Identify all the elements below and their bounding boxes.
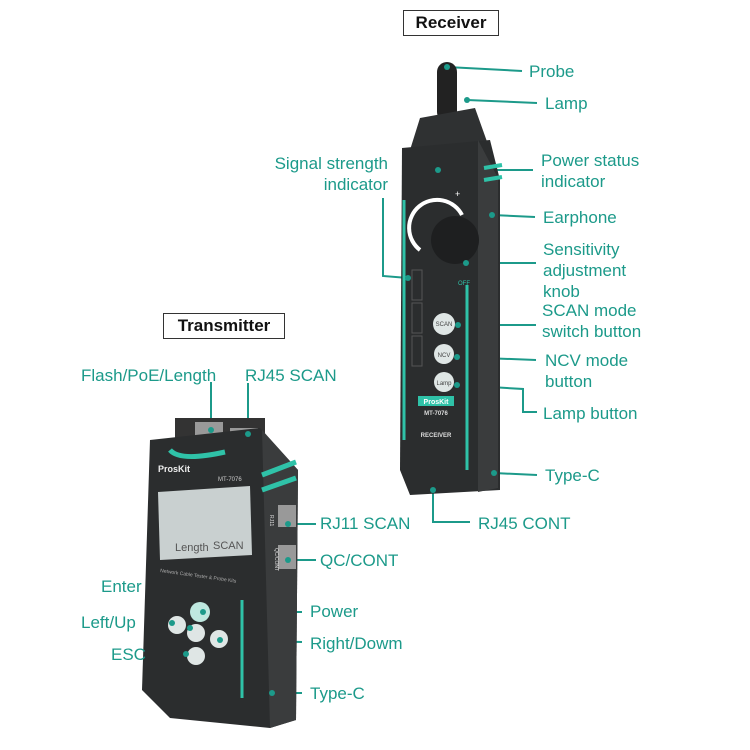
label-signal-strength: Signal strength indicator (275, 153, 388, 195)
label-qc-cont: QC/CONT (320, 551, 399, 570)
receiver-name: RECEIVER (421, 433, 452, 439)
label-ncv-line2: button (545, 372, 593, 391)
callout-dots (169, 64, 497, 696)
label-right-down: Right/Dowm (310, 634, 403, 653)
screen-scan-text: SCAN (213, 540, 244, 552)
rj11-port-label: RJ11 (268, 515, 274, 527)
label-power-line2: indicator (541, 172, 606, 191)
screen-length-text: Length (175, 542, 209, 554)
knob-off-mark: OFF (458, 281, 470, 287)
receiver-title: Receiver (403, 10, 499, 36)
label-receiver-typec: Type-C (545, 466, 600, 485)
scan-button-text: SCAN (436, 322, 453, 328)
label-power: Power (310, 602, 359, 621)
label-left-up: Left/Up (81, 613, 136, 632)
label-rj45-scan: RJ45 SCAN (245, 366, 337, 385)
label-probe: Probe (529, 62, 575, 81)
label-ncv-mode: NCV mode button (545, 350, 628, 392)
qc-cont-port[interactable] (278, 545, 296, 569)
receiver-device: + OFF SCAN NCV Lamp ProsKit MT-7076 RECE… (400, 62, 503, 495)
label-rj11-scan: RJ11 SCAN (320, 514, 411, 533)
label-enter: Enter (101, 577, 142, 596)
label-lamp: Lamp (545, 94, 588, 113)
transmitter-device: ProsKit MT-7076 Length SCAN Network Cabl… (142, 418, 298, 728)
label-scan-mode: SCAN mode switch button (542, 300, 641, 342)
qc-port-label: QC/CONT (273, 548, 279, 571)
label-transmitter-typec: Type-C (310, 684, 365, 703)
label-ncv-line1: NCV mode (545, 351, 629, 370)
label-signal-line2: indicator (323, 175, 388, 194)
label-esc: ESC (111, 645, 146, 664)
transmitter-model: MT-7076 (218, 477, 242, 483)
receiver-model: MT-7076 (424, 411, 448, 417)
esc-button[interactable] (187, 647, 205, 665)
label-flash-poe-length: Flash/PoE/Length (81, 366, 217, 385)
lcd-screen (158, 486, 252, 560)
label-sensitivity-knob: Sensitivity adjustment knob (543, 239, 626, 302)
lamp-button-text: Lamp (436, 381, 452, 387)
label-scan-line1: SCAN mode (542, 301, 637, 320)
lamp-button[interactable] (434, 372, 454, 392)
label-scan-line2: switch button (542, 322, 642, 341)
label-power-status: Power status indicator (541, 150, 639, 192)
label-rj45-cont: RJ45 CONT (478, 514, 571, 533)
receiver-brand-logo: ProsKit (424, 399, 450, 406)
label-power-line1: Power status (541, 151, 640, 170)
rj11-port[interactable] (278, 505, 296, 527)
label-signal-line1: Signal strength (274, 154, 388, 173)
ncv-mode-button[interactable] (434, 344, 454, 364)
knob-plus-mark: + (455, 189, 460, 199)
scan-mode-button[interactable] (433, 313, 455, 335)
ncv-button-text: NCV (438, 353, 451, 359)
label-earphone: Earphone (543, 208, 617, 227)
label-lamp-button: Lamp button (543, 404, 638, 423)
transmitter-title: Transmitter (163, 313, 285, 339)
transmitter-brand-logo: ProsKit (158, 464, 190, 474)
label-sens-line1: Sensitivity (543, 240, 620, 259)
label-sens-line2: adjustment (543, 261, 627, 280)
label-sens-line3: knob (543, 282, 580, 301)
